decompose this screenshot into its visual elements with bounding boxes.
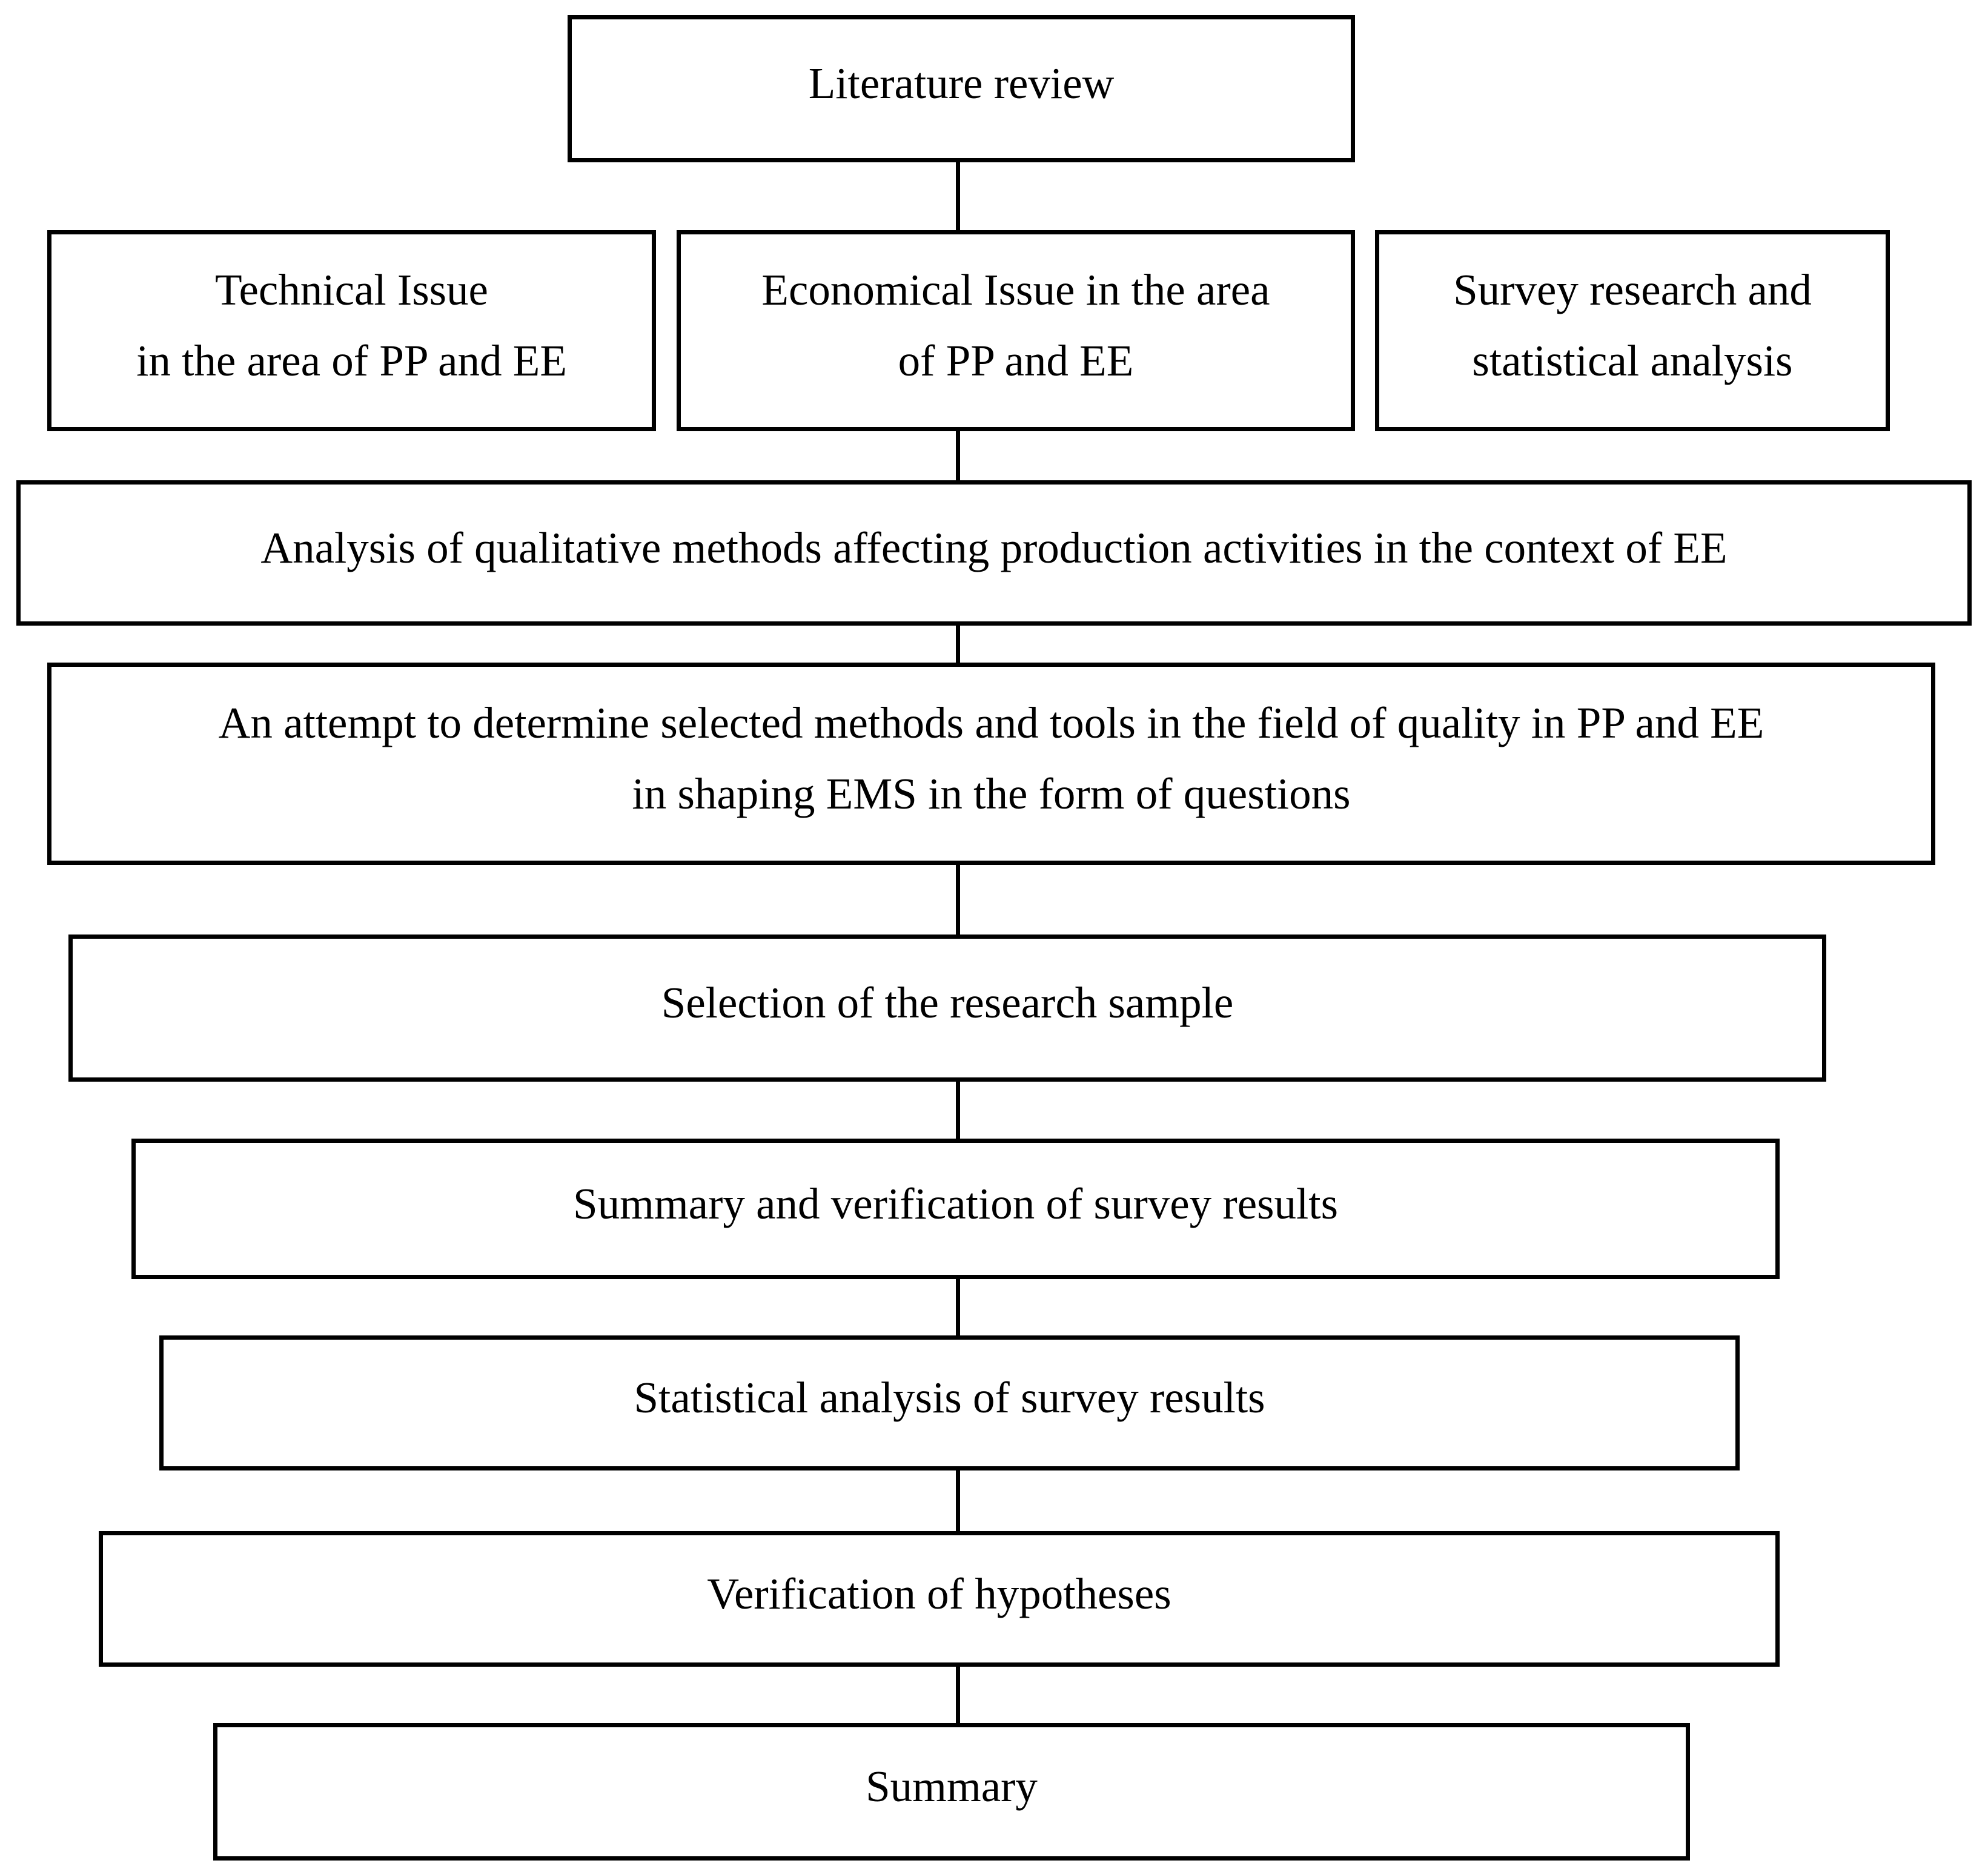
- connector-economical-to-analysis: [956, 431, 960, 480]
- node-label-line: in shaping EMS in the form of questions: [632, 769, 1351, 818]
- node-label: Verification of hypotheses: [707, 1569, 1171, 1618]
- connector-attempt-to-selection: [956, 865, 960, 934]
- connector-analysis-to-attempt: [956, 626, 960, 663]
- node-label: Economical Issue in the area of PP and E…: [681, 255, 1351, 397]
- node-attempt-determine-methods: An attempt to determine selected methods…: [47, 663, 1935, 865]
- node-label: Analysis of qualitative methods affectin…: [260, 523, 1728, 572]
- connector-summary-verification-to-statistical: [956, 1279, 960, 1335]
- node-label-line: in the area of PP and EE: [136, 336, 567, 385]
- node-label: Summary: [866, 1762, 1038, 1811]
- node-statistical-analysis-results: Statistical analysis of survey results: [159, 1335, 1740, 1470]
- node-label: An attempt to determine selected methods…: [51, 688, 1931, 830]
- node-economical-issue: Economical Issue in the area of PP and E…: [677, 230, 1355, 431]
- node-summary: Summary: [213, 1723, 1690, 1861]
- node-label: Selection of the research sample: [661, 978, 1234, 1028]
- node-label-line: statistical analysis: [1472, 336, 1793, 385]
- node-verification-hypotheses: Verification of hypotheses: [99, 1531, 1780, 1667]
- node-technical-issue: Technical Issue in the area of PP and EE: [47, 230, 656, 431]
- node-label-line: of PP and EE: [898, 336, 1134, 385]
- node-selection-research-sample: Selection of the research sample: [68, 934, 1826, 1082]
- node-literature-review: Literature review: [568, 15, 1355, 162]
- node-label: Technical Issue in the area of PP and EE: [51, 255, 652, 397]
- connector-selection-to-summary-verification: [956, 1082, 960, 1139]
- connector-statistical-to-hypotheses: [956, 1470, 960, 1531]
- node-label-line: Economical Issue in the area: [761, 265, 1270, 315]
- node-label: Summary and verification of survey resul…: [573, 1179, 1338, 1228]
- connector-literature-to-economical: [956, 162, 960, 230]
- node-label: Literature review: [808, 59, 1115, 108]
- node-label-line: An attempt to determine selected methods…: [218, 698, 1764, 748]
- node-survey-research: Survey research and statistical analysis: [1375, 230, 1890, 431]
- node-label-line: Survey research and: [1453, 265, 1812, 315]
- node-label: Survey research and statistical analysis: [1379, 255, 1886, 397]
- node-summary-verification-results: Summary and verification of survey resul…: [131, 1139, 1780, 1279]
- node-analysis-qualitative-methods: Analysis of qualitative methods affectin…: [16, 480, 1972, 626]
- node-label-line: Technical Issue: [215, 265, 488, 315]
- node-label: Statistical analysis of survey results: [634, 1373, 1265, 1423]
- connector-hypotheses-to-summary: [956, 1667, 960, 1723]
